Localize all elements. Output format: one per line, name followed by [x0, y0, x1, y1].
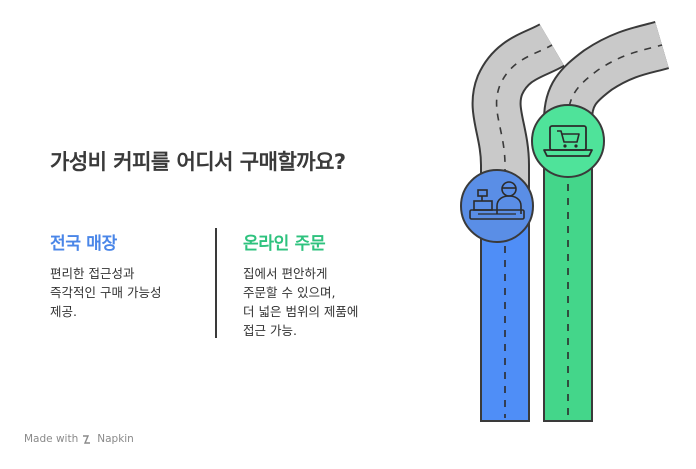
green-road — [543, 140, 593, 422]
left-road — [471, 22, 565, 190]
options-divider — [215, 228, 217, 338]
footer-credit: Made with Napkin — [24, 433, 134, 445]
right-road — [543, 20, 670, 122]
option-online-order-title: 온라인 주문 — [243, 234, 326, 254]
diagram-title: 가성비 커피를 어디서 구매할까요? — [50, 150, 346, 174]
laptop-shopping-cart-icon — [531, 104, 605, 178]
footer-made-with: Made with — [24, 433, 79, 445]
cashier-register-icon — [460, 169, 534, 243]
option-offline-stores-title: 전국 매장 — [50, 234, 117, 254]
option-offline-stores-description: 편리한 접근성과 즉각적인 구매 가능성 제공. — [50, 266, 162, 319]
napkin-logo-icon — [83, 434, 91, 444]
option-online-order-description: 집에서 편안하게 주문할 수 있으며, 더 넓은 범위의 제품에 접근 가능. — [243, 266, 359, 338]
footer-brand: Napkin — [97, 433, 134, 445]
